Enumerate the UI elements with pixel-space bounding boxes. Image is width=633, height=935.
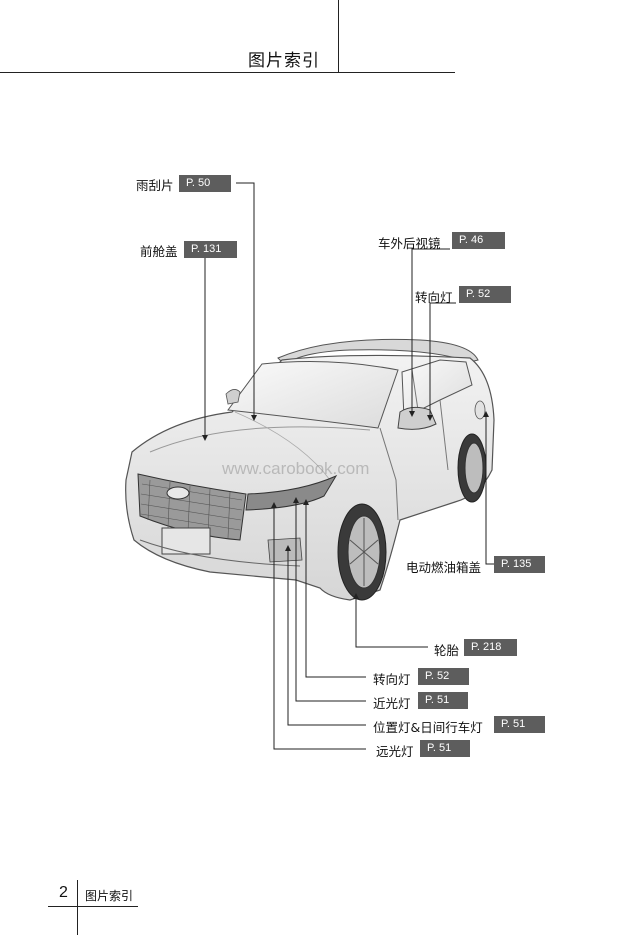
leader-tire [353, 593, 428, 648]
footer-rule-horizontal [48, 906, 138, 907]
header-rule-vertical [338, 0, 339, 72]
callout-label: 近光灯 [373, 696, 411, 711]
callout-label: 车外后视镜 [378, 236, 441, 251]
leader-position-drl [285, 545, 366, 726]
callout-label: 转向灯 [415, 290, 453, 305]
leader-turn-signal-mirror [427, 302, 456, 421]
page-ref-badge: P. 51 [420, 740, 470, 757]
page-ref-badge: P. 51 [494, 716, 545, 733]
footer-title: 图片索引 [85, 889, 134, 903]
page-ref-badge: P. 52 [459, 286, 511, 303]
page-ref-badge: P. 218 [464, 639, 517, 656]
page-ref-badge: P. 51 [418, 692, 468, 709]
page-ref-badge: P. 52 [418, 668, 469, 685]
page-number: 2 [59, 884, 68, 901]
callout-label: 轮胎 [434, 643, 460, 658]
callout-label: 转向灯 [373, 672, 411, 687]
page-ref-badge: P. 46 [452, 232, 505, 249]
leader-fuel-door [483, 411, 494, 565]
callout-label: 前舱盖 [140, 244, 178, 259]
page-ref-badge: P. 50 [179, 175, 231, 192]
footer-rule-vertical [77, 880, 78, 935]
callout-label: 位置灯&日间行车灯 [373, 720, 483, 735]
leader-wiper [236, 182, 257, 421]
leader-mirror [409, 248, 450, 417]
leader-lines [202, 182, 494, 750]
page-title: 图片索引 [248, 51, 320, 71]
watermark-text: www.carobook.com [222, 459, 370, 478]
leader-turn-signal-front [303, 499, 366, 678]
header-rule-horizontal [0, 72, 455, 73]
callout-label: 电动燃油箱盖 [406, 560, 482, 575]
callout-label: 远光灯 [376, 744, 414, 759]
callout-label: 雨刮片 [136, 178, 174, 193]
page-ref-badge: P. 135 [494, 556, 545, 573]
leader-high-beam [271, 502, 366, 750]
leader-low-beam [293, 497, 366, 702]
page-ref-badge: P. 131 [184, 241, 237, 258]
car-body [125, 338, 495, 601]
